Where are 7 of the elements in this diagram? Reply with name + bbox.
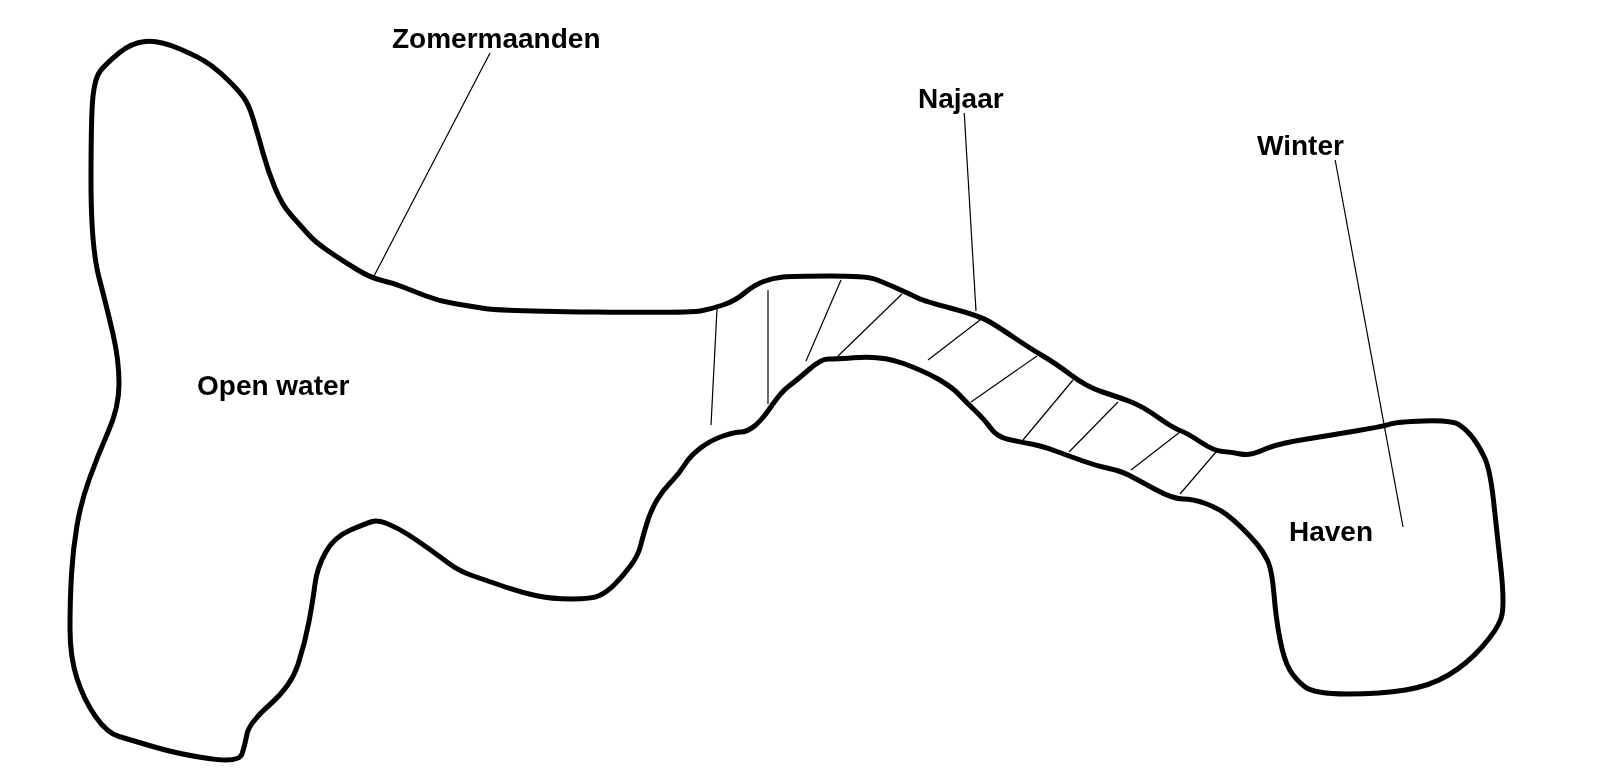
region-label: Open water	[197, 372, 350, 400]
leader-line	[1334, 159, 1404, 528]
region-label: Haven	[1289, 518, 1374, 546]
callout-label: Winter	[1257, 132, 1344, 160]
leader-line	[963, 112, 977, 312]
callout-label: Zomermaanden	[392, 25, 601, 53]
callout-label: Najaar	[918, 85, 1004, 113]
